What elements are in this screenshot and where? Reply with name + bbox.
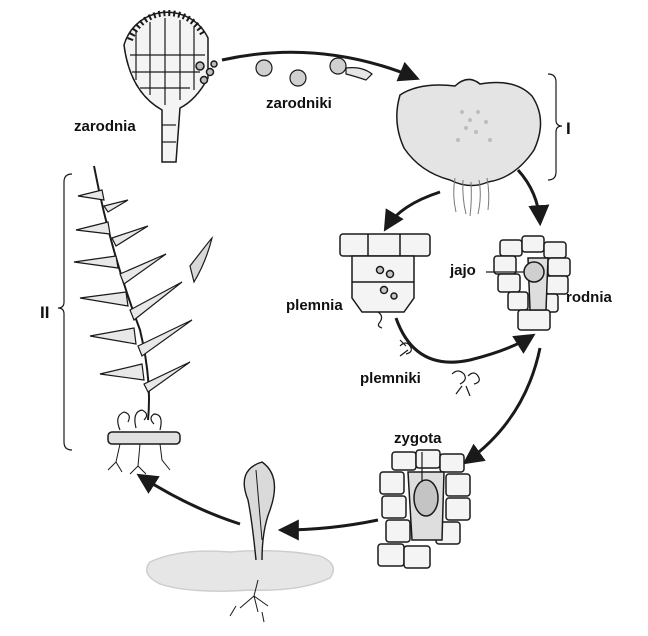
label-egg: jajo	[450, 262, 476, 279]
label-zygote: zygota	[394, 430, 442, 447]
gametophyte-bracket	[547, 73, 563, 181]
prothallus-drawing	[396, 78, 542, 217]
archegonium-drawing	[486, 235, 571, 331]
label-sperm: plemniki	[360, 370, 421, 387]
arrow-spores-to-prothallus	[221, 50, 420, 82]
sporangium-drawing	[123, 10, 218, 163]
arrow-archegonium-to-zygote	[462, 347, 542, 465]
spores-drawing	[255, 57, 373, 87]
young-sporophyte-drawing	[146, 461, 334, 623]
antheridium-drawing	[339, 233, 431, 329]
arrow-sperm-to-archegonium	[394, 317, 536, 364]
cycle-arrows	[136, 50, 550, 541]
label-archegonium: rodnia	[566, 289, 612, 306]
zygote-drawing	[377, 449, 471, 569]
arrow-prothallus-to-antheridium	[383, 190, 441, 232]
label-antheridium: plemnia	[286, 297, 343, 314]
label-gametophyte-stage: I	[566, 119, 571, 138]
label-spores: zarodniki	[266, 95, 332, 112]
arrow-prothallus-to-archegonium	[516, 168, 550, 227]
label-sporophyte-stage: II	[40, 303, 50, 322]
sporophyte-bracket	[57, 173, 73, 451]
sperm-drawing	[399, 339, 480, 397]
mature-fern-drawing	[73, 165, 214, 475]
label-sporangium: zarodnia	[74, 118, 136, 135]
arrow-young-sporophyte-to-fern	[136, 473, 241, 526]
arrow-zygote-to-young-sporophyte	[277, 518, 379, 541]
